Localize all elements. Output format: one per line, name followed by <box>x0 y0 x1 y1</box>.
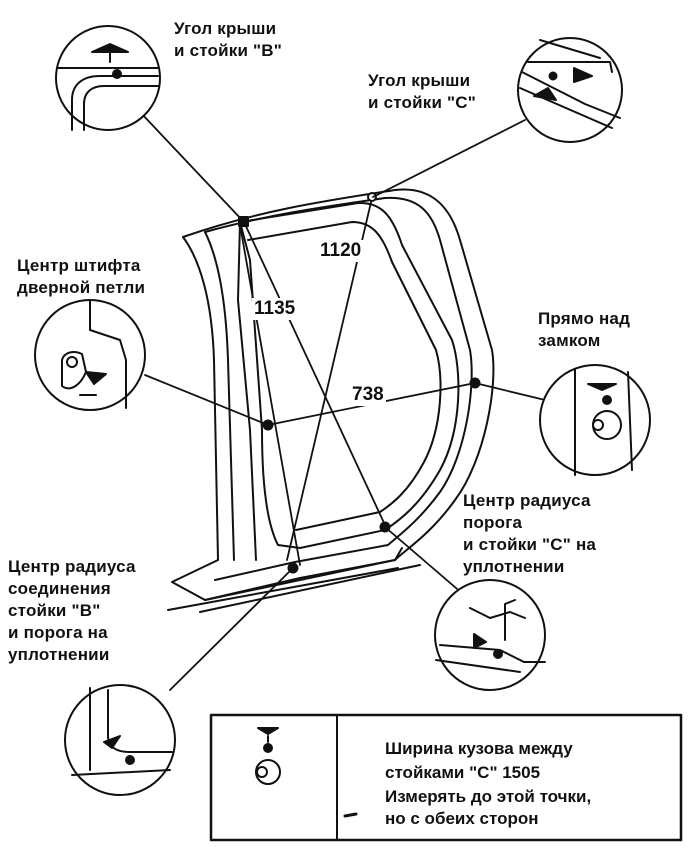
label-roof-c: Угол крыши и стойки "С" <box>368 71 477 112</box>
label-hinge: Центр штифта дверной петли <box>17 256 146 297</box>
detail-roof-c <box>517 37 623 143</box>
label-roof-b: Угол крыши и стойки "В" <box>174 19 283 60</box>
detail-roof-b <box>55 25 161 131</box>
legend-line-1: Ширина кузова между <box>385 739 573 758</box>
detail-sill-c <box>434 579 546 691</box>
dimension-738: 738 <box>350 384 386 406</box>
label-sill-b: Центр радиуса соединения стойки "В" и по… <box>8 557 136 664</box>
dimension-1120: 1120 <box>318 240 364 262</box>
label-lock: Прямо над замком <box>538 309 631 350</box>
label-sill-c: Центр радиуса порога и стойки "С" на упл… <box>463 491 597 576</box>
detail-lock <box>539 364 651 476</box>
dimension-1135: 1135 <box>252 298 298 320</box>
detail-hinge <box>34 299 146 411</box>
door-frame <box>167 188 495 613</box>
detail-sill-b <box>64 684 176 796</box>
legend-line-4: но с обеих сторон <box>385 809 539 828</box>
legend-line-2: стойками "С" 1505 <box>385 763 541 782</box>
leader-lines <box>139 111 546 691</box>
legend-box <box>209 713 683 842</box>
point-roof-c <box>367 192 377 202</box>
legend-line-3: Измерять до этой точки, <box>385 787 592 806</box>
